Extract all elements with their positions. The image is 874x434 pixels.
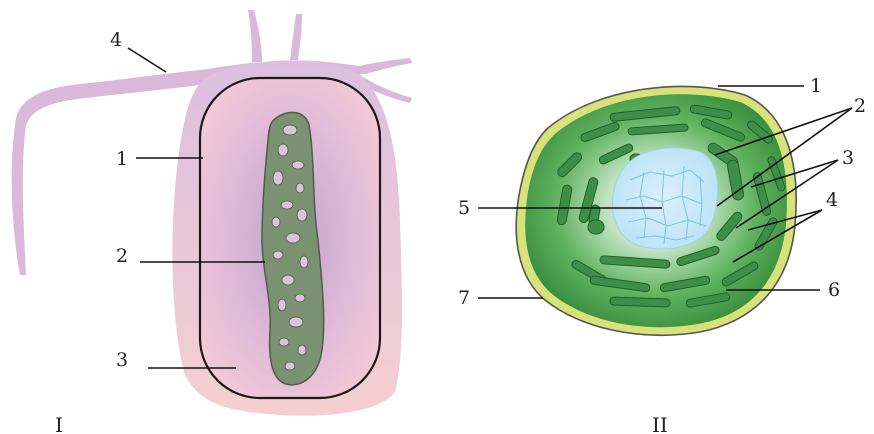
label-II-7: 7 (458, 287, 470, 309)
label-II-5: 5 (458, 197, 470, 219)
label-II-1: 1 (810, 75, 822, 97)
label-I-1: 1 (116, 148, 128, 170)
label-II-6: 6 (828, 279, 840, 301)
label-II-2: 2 (854, 95, 866, 117)
bacterium-figure: 4 1 2 3 I (12, 10, 412, 434)
label-I-2: 2 (116, 245, 128, 267)
label-I-3: 3 (116, 349, 128, 371)
figure-I-numeral: I (55, 413, 63, 434)
label-I-4: 4 (110, 29, 122, 51)
label-II-3: 3 (842, 147, 854, 169)
label-II-4: 4 (826, 189, 838, 211)
figure-II-numeral: II (652, 413, 668, 434)
cyanobacterium-figure: 1 2 3 4 5 6 7 II (458, 75, 866, 434)
leader-I-4 (128, 48, 166, 72)
